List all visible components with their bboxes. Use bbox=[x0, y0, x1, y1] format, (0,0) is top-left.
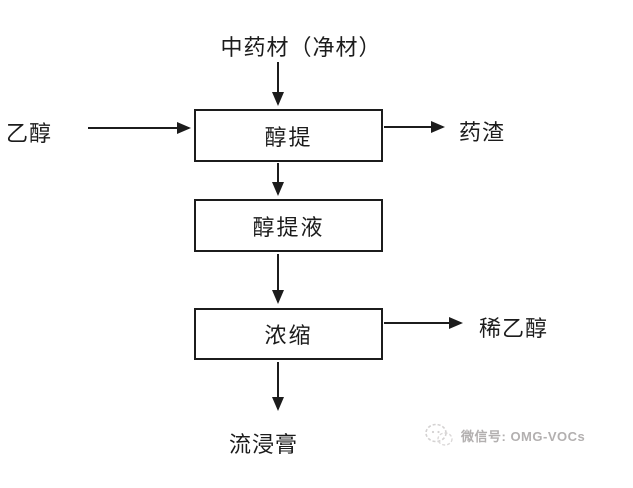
node-extract-liquid: 醇提液 bbox=[194, 199, 383, 252]
node-source-material: 中药材（净材） bbox=[220, 35, 382, 60]
node-concentration: 浓缩 bbox=[194, 308, 383, 360]
node-fluid-extract: 流浸膏 bbox=[229, 432, 299, 457]
watermark: 微信号: OMG-VOCs bbox=[424, 422, 585, 448]
node-dilute-ethanol-output: 稀乙醇 bbox=[479, 316, 549, 341]
node-ethanol-input: 乙醇 bbox=[6, 121, 53, 146]
node-concentration-label: 浓缩 bbox=[264, 323, 313, 348]
wechat-icon bbox=[424, 422, 454, 448]
node-residue-output: 药渣 bbox=[459, 120, 506, 145]
node-alcohol-extraction: 醇提 bbox=[194, 109, 383, 162]
node-extract-liquid-label: 醇提液 bbox=[252, 214, 325, 240]
watermark-text: 微信号: OMG-VOCs bbox=[461, 428, 586, 444]
node-alcohol-extraction-label: 醇提 bbox=[264, 124, 313, 150]
